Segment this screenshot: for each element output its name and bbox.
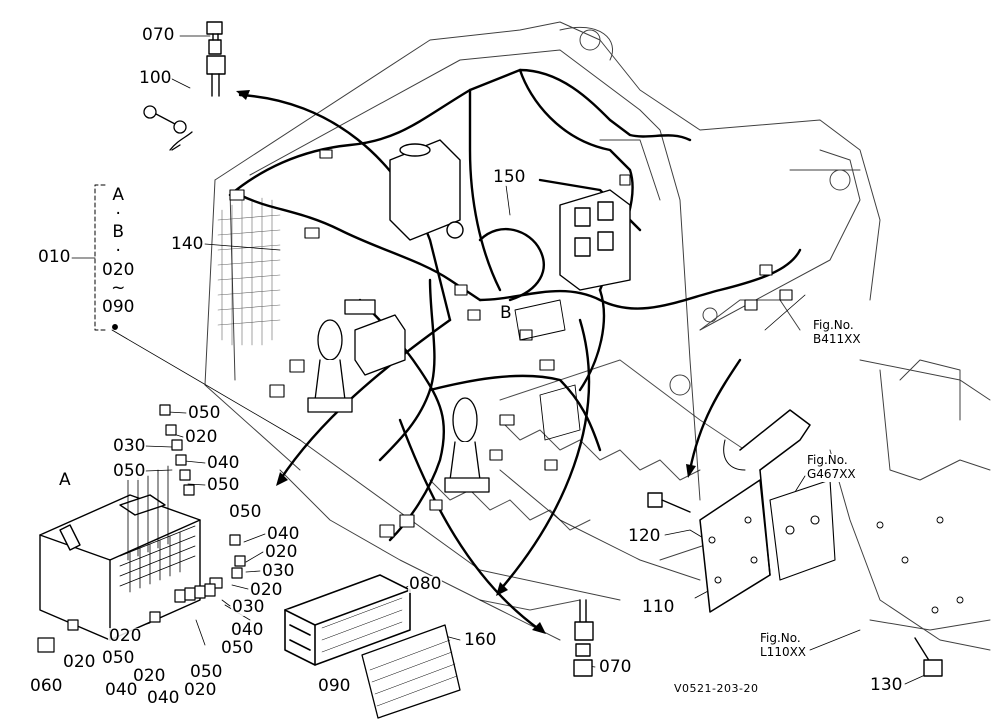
part-070-bottom xyxy=(573,599,594,677)
callout-030-c[interactable]: 030 xyxy=(231,597,266,617)
callout-010[interactable]: 010 xyxy=(37,247,72,267)
fuse-column xyxy=(37,404,246,653)
callout-110[interactable]: 110 xyxy=(641,597,676,617)
callout-020-c[interactable]: 020 xyxy=(249,580,284,600)
callout-040-a[interactable]: 040 xyxy=(206,453,241,473)
callout-050-g[interactable]: 050 xyxy=(189,662,224,682)
group-line-start: 020 xyxy=(102,259,135,280)
joystick-right xyxy=(444,397,490,493)
group-line-b: B xyxy=(112,222,125,243)
callout-050-a[interactable]: 050 xyxy=(187,403,222,423)
relay-box xyxy=(344,299,406,376)
fuse-box-a xyxy=(39,494,201,641)
fig-ref-l110-number: L110XX xyxy=(760,644,807,659)
callout-070-bottom[interactable]: 070 xyxy=(598,657,633,677)
part-120-bolt xyxy=(647,492,691,513)
callout-020-a[interactable]: 020 xyxy=(184,427,219,447)
callout-080[interactable]: 080 xyxy=(408,574,443,594)
fig-ref-b411-prefix: Fig.No. xyxy=(813,318,854,332)
callout-050-d[interactable]: 050 xyxy=(228,502,263,522)
group-line-tilde: ~ xyxy=(111,278,126,299)
callout-020-b[interactable]: 020 xyxy=(264,542,299,562)
callout-120[interactable]: 120 xyxy=(627,526,662,546)
part-100-clip xyxy=(143,105,193,151)
fasteners xyxy=(112,324,964,614)
view-marker-b: B xyxy=(499,303,513,323)
joystick-left xyxy=(307,319,353,413)
callout-040-b[interactable]: 040 xyxy=(266,524,301,544)
part-110-holes xyxy=(708,439,758,584)
part-090-panel xyxy=(284,574,411,666)
view-marker-a: A xyxy=(58,470,72,490)
control-box xyxy=(559,189,631,291)
part-160-sheet xyxy=(361,624,461,719)
callout-050-b[interactable]: 050 xyxy=(112,461,147,481)
callout-160[interactable]: 160 xyxy=(463,630,498,650)
panel-cutouts xyxy=(514,299,581,441)
callout-090[interactable]: 090 xyxy=(317,676,352,696)
callout-100[interactable]: 100 xyxy=(138,68,173,88)
leader-arrows xyxy=(238,93,742,632)
group-line-a: A xyxy=(112,185,125,205)
callout-050-f[interactable]: 050 xyxy=(101,648,136,668)
callout-060[interactable]: 060 xyxy=(29,676,64,696)
callout-140[interactable]: 140 xyxy=(170,234,205,254)
label-leaders xyxy=(69,35,926,685)
drawing-code: V0521-203-20 xyxy=(673,682,760,695)
part-160-hatch xyxy=(369,639,458,707)
callout-040-d[interactable]: 040 xyxy=(104,680,139,700)
fig-ref-b411-number: B411XX xyxy=(813,331,861,346)
callout-050-e[interactable]: 050 xyxy=(220,638,255,658)
callout-040-c[interactable]: 040 xyxy=(230,620,265,640)
connectors xyxy=(229,149,793,538)
part-090-hatch xyxy=(321,597,403,653)
cab-frame xyxy=(204,21,991,651)
callout-020-e[interactable]: 020 xyxy=(62,652,97,672)
callout-130[interactable]: 130 xyxy=(869,675,904,695)
callout-020-g[interactable]: 020 xyxy=(183,680,218,700)
callout-040-e[interactable]: 040 xyxy=(146,688,181,708)
harness-lines xyxy=(228,68,802,542)
fig-ref-l110[interactable]: Fig.No. L110XX xyxy=(759,631,808,660)
fig-ref-g467-prefix: Fig.No. xyxy=(807,453,848,467)
cab-grille xyxy=(217,197,281,346)
callout-150[interactable]: 150 xyxy=(492,167,527,187)
fig-ref-b411[interactable]: Fig.No. B411XX xyxy=(812,318,862,347)
callout-020-d[interactable]: 020 xyxy=(108,626,143,646)
part-070-top xyxy=(206,21,226,97)
callout-050-c[interactable]: 050 xyxy=(206,475,241,495)
fig-ref-g467-number: G467XX xyxy=(807,466,856,481)
washer-tank xyxy=(389,139,464,241)
callout-020-f[interactable]: 020 xyxy=(132,666,167,686)
fig-ref-l110-prefix: Fig.No. xyxy=(760,631,801,645)
side-plate xyxy=(769,479,836,581)
group-line-end: 090 xyxy=(102,297,135,318)
group-line-dot-1: · xyxy=(115,203,121,224)
part-110-bracket xyxy=(699,409,811,613)
fig-ref-g467[interactable]: Fig.No. G467XX xyxy=(806,453,857,482)
group-line-dot-2: · xyxy=(115,241,121,262)
group-range-label: A · B · 020 ~ 090 xyxy=(101,185,136,318)
callout-030-a[interactable]: 030 xyxy=(112,436,147,456)
callout-070-top[interactable]: 070 xyxy=(141,25,176,45)
callout-030-b[interactable]: 030 xyxy=(261,561,296,581)
fuse-slots xyxy=(119,465,196,593)
part-130-bolt xyxy=(914,637,943,677)
arrow-heads xyxy=(236,90,696,634)
